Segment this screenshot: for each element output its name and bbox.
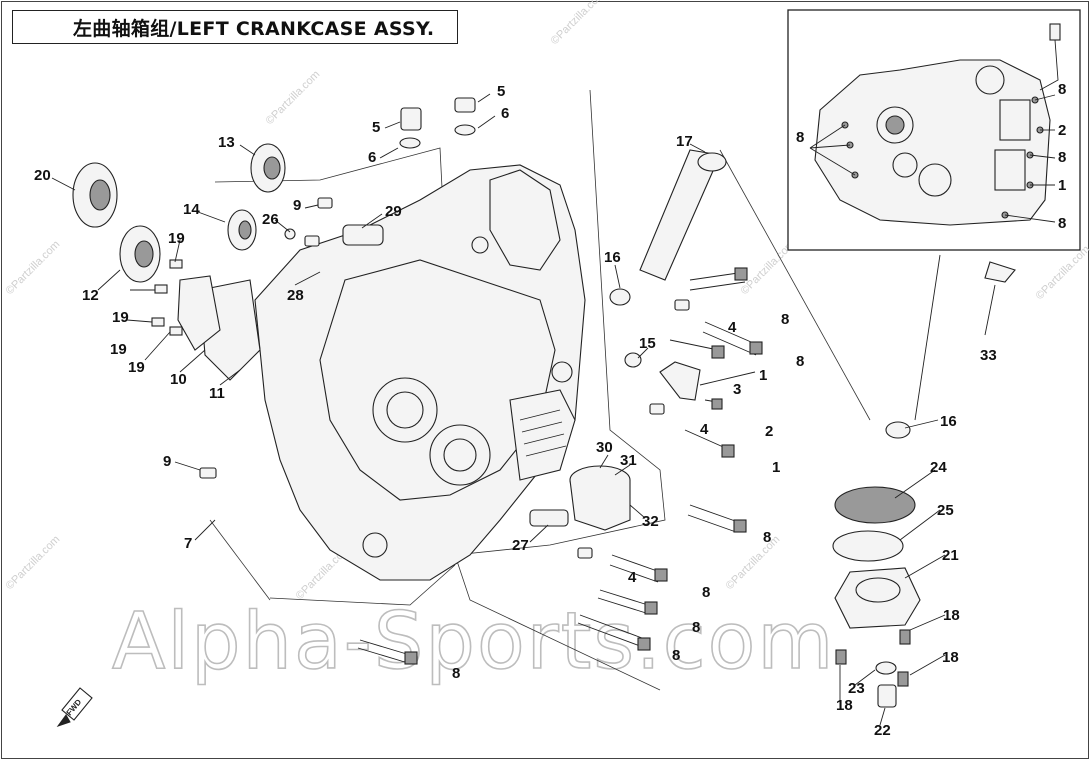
callout-label: 11	[209, 385, 225, 402]
callout-label: 6	[368, 149, 376, 166]
callout-label: 13	[218, 134, 235, 151]
callout-label: 1	[1058, 177, 1066, 194]
left-crankcase-body	[254, 164, 586, 581]
leader-lines	[51, 93, 996, 726]
callout-label: 12	[82, 287, 99, 304]
callout-label: 8	[452, 665, 460, 682]
callout-label: 20	[34, 167, 51, 184]
callout-label: 26	[262, 211, 279, 228]
callout-label: 15	[639, 335, 656, 352]
callout-label: 1	[759, 367, 767, 384]
callout-label: 24	[930, 459, 947, 476]
fwd-direction-marker: FWD	[56, 687, 93, 727]
callout-label: 2	[1058, 122, 1066, 139]
callout-label: 5	[372, 119, 380, 136]
callout-label: 19	[128, 359, 145, 376]
callout-label: 31	[620, 452, 637, 469]
callout-label: 4	[628, 569, 637, 586]
page-title: 左曲轴箱组/LEFT CRANKCASE ASSY.	[73, 17, 435, 40]
callout-label: 19	[110, 341, 127, 358]
callout-label: 16	[604, 249, 621, 266]
callout-label: 22	[874, 722, 891, 739]
bearings-and-parts	[72, 97, 1016, 708]
callout-label: 18	[943, 607, 960, 624]
site-watermark: ©Partzilla.com	[724, 533, 783, 592]
callout-label: 10	[170, 371, 187, 388]
callout-label: 16	[940, 413, 957, 430]
title-box: 左曲轴箱组/LEFT CRANKCASE ASSY.	[12, 10, 458, 44]
callout-label: 4	[700, 421, 709, 438]
callout-label: 8	[1058, 149, 1066, 166]
site-watermark: ©Partzilla.com	[549, 0, 608, 47]
callout-label: 8	[796, 353, 804, 370]
callout-label: 8	[796, 129, 804, 146]
callout-label: 27	[512, 537, 529, 554]
inset-crankcase-drawing	[814, 23, 1061, 226]
callout-label: 19	[112, 309, 129, 326]
callout-label: 7	[184, 535, 192, 552]
callout-label: 2	[765, 423, 773, 440]
callout-label: 1	[772, 459, 780, 476]
callout-label: 8	[692, 619, 700, 636]
callout-label: 17	[676, 133, 693, 150]
callout-labels: 20 13 5 6 5 6 17 14 26 9 29 19 12 19 28 …	[34, 81, 1066, 739]
callout-label: 29	[385, 203, 402, 220]
site-watermark: ©Partzilla.com	[4, 238, 63, 297]
site-watermark: ©Partzilla.com	[264, 68, 323, 127]
inset-leader-lines	[809, 94, 1056, 223]
callout-label: 6	[501, 105, 509, 122]
site-watermark: ©Partzilla.com	[1034, 243, 1090, 302]
callout-label: 8	[1058, 215, 1066, 232]
callout-label: 18	[836, 697, 853, 714]
callout-label: 18	[942, 649, 959, 666]
callout-label: 32	[642, 513, 659, 530]
callout-label: 8	[763, 529, 771, 546]
callout-label: 25	[937, 502, 954, 519]
callout-label: 28	[287, 287, 304, 304]
callout-label: 9	[163, 453, 171, 470]
callout-label: 19	[168, 230, 185, 247]
callout-label: 8	[672, 647, 680, 664]
site-watermark: ©Partzilla.com	[4, 533, 63, 592]
callout-label: 23	[848, 680, 865, 697]
callout-label: 9	[293, 197, 301, 214]
watermark-text: Alpha-Sports.com	[112, 597, 835, 687]
callout-label: 3	[733, 381, 741, 398]
callout-label: 8	[702, 584, 710, 601]
callout-label: 33	[980, 347, 997, 364]
callout-label: 30	[596, 439, 613, 456]
callout-label: 5	[497, 83, 505, 100]
callout-label: 14	[183, 201, 200, 218]
callout-label: 21	[942, 547, 959, 564]
callout-label: 8	[781, 311, 789, 328]
callout-label: 4	[728, 319, 737, 336]
callout-label: 8	[1058, 81, 1066, 98]
